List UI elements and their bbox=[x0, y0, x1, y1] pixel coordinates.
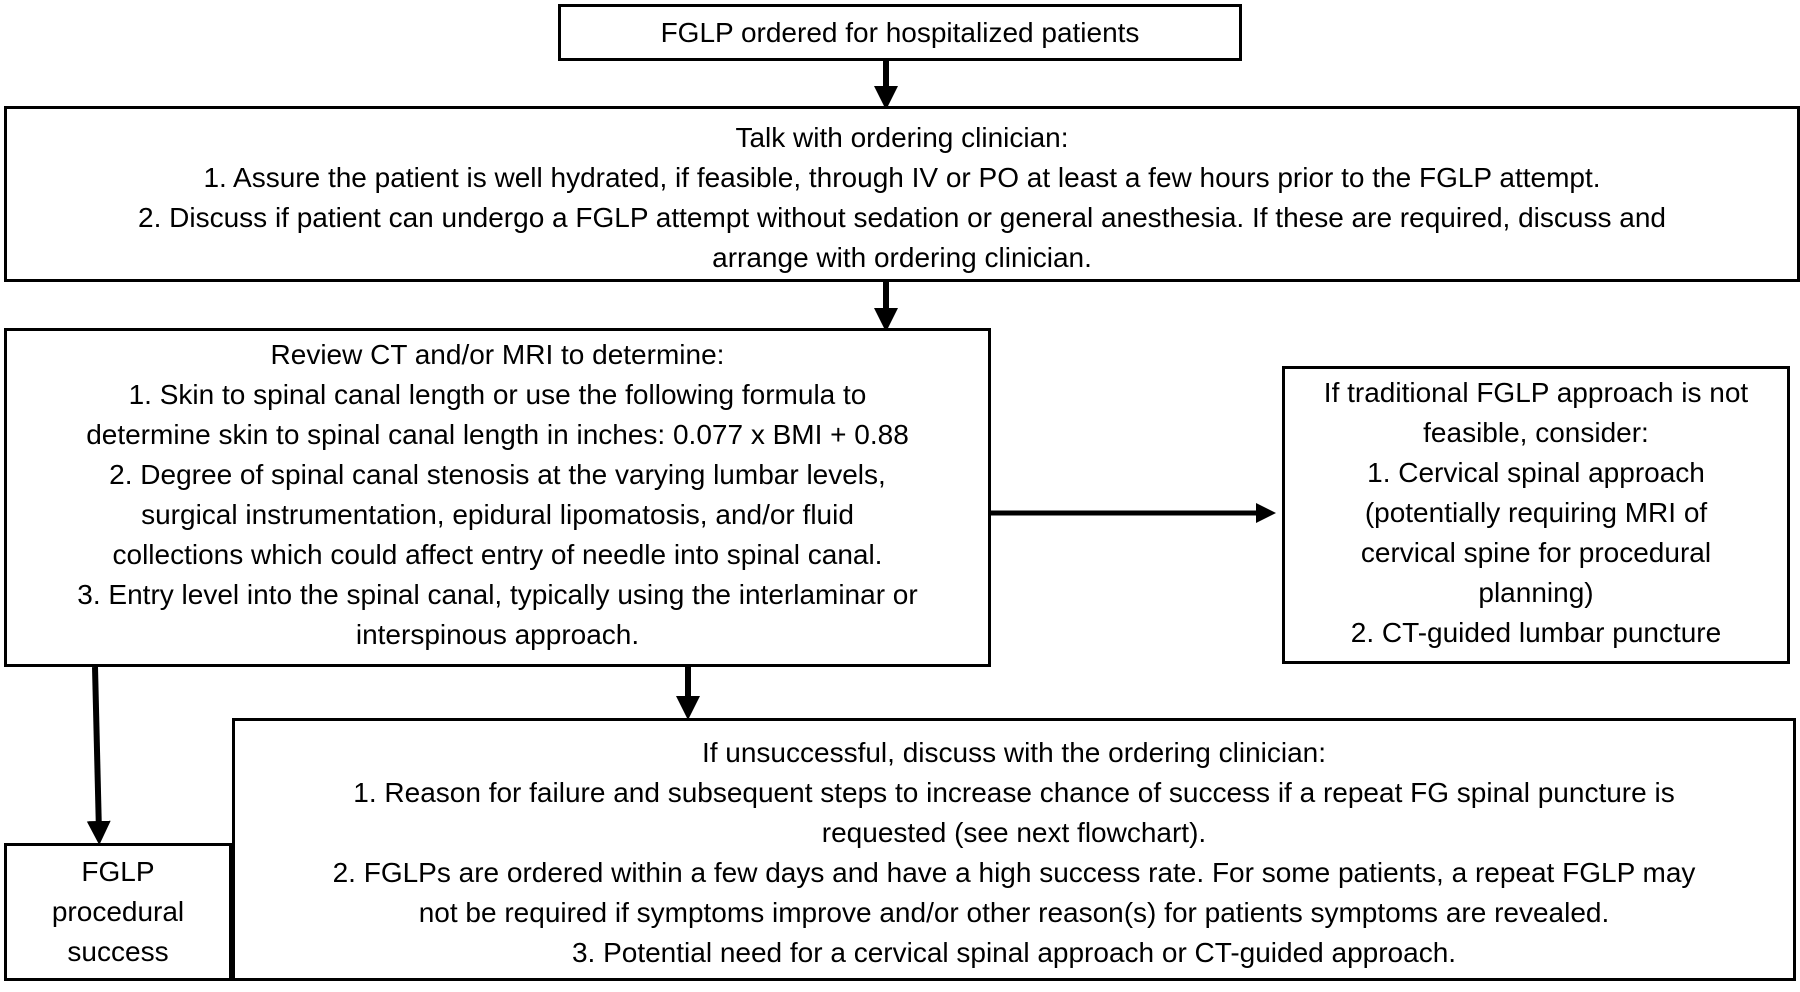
arrow-review-to-success bbox=[86, 666, 111, 845]
review-heading: Review CT and/or MRI to determine: bbox=[270, 339, 725, 370]
success-line-1: FGLP bbox=[81, 856, 155, 887]
alternative-line-5: cervical spine for procedural bbox=[1360, 537, 1712, 568]
start-text: FGLP ordered for hospitalized patients bbox=[660, 17, 1140, 48]
unsuccessful-line-2: requested (see next flowchart). bbox=[821, 817, 1207, 848]
success-box: FGLP procedural success bbox=[4, 843, 232, 981]
review-box: Review CT and/or MRI to determine: 1. Sk… bbox=[4, 328, 991, 667]
talk-line-2b: arrange with ordering clinician. bbox=[712, 242, 1092, 273]
talk-line-2a: 2. Discuss if patient can undergo a FGLP… bbox=[138, 202, 1666, 233]
unsuccessful-line-3: 2. FGLPs are ordered within a few days a… bbox=[332, 857, 1696, 888]
alternative-line-4: (potentially requiring MRI of bbox=[1364, 497, 1708, 528]
review-line-3: 2. Degree of spinal canal stenosis at th… bbox=[109, 459, 886, 490]
alternative-line-3: 1. Cervical spinal approach bbox=[1367, 457, 1705, 488]
alternative-line-7: 2. CT-guided lumbar puncture bbox=[1350, 617, 1722, 648]
alternative-line-1: If traditional FGLP approach is not bbox=[1323, 377, 1749, 408]
review-line-7: interspinous approach. bbox=[355, 619, 640, 650]
talk-heading: Talk with ordering clinician: bbox=[735, 122, 1069, 153]
unsuccessful-heading: If unsuccessful, discuss with the orderi… bbox=[701, 737, 1327, 768]
review-line-2: determine skin to spinal canal length in… bbox=[86, 419, 909, 450]
unsuccessful-box: If unsuccessful, discuss with the orderi… bbox=[232, 718, 1796, 981]
unsuccessful-line-1: 1. Reason for failure and subsequent ste… bbox=[353, 777, 1675, 808]
review-line-1: 1. Skin to spinal canal length or use th… bbox=[128, 379, 867, 410]
start-box: FGLP ordered for hospitalized patients bbox=[558, 4, 1242, 61]
alternative-line-6: planning) bbox=[1478, 577, 1594, 608]
talk-line-1: 1. Assure the patient is well hydrated, … bbox=[203, 162, 1601, 193]
success-line-2: procedural bbox=[51, 896, 185, 927]
unsuccessful-line-5: 3. Potential need for a cervical spinal … bbox=[571, 937, 1457, 968]
talk-box: Talk with ordering clinician: 1. Assure … bbox=[4, 106, 1800, 282]
unsuccessful-line-4: not be required if symptoms improve and/… bbox=[418, 897, 1610, 928]
alternative-box: If traditional FGLP approach is not feas… bbox=[1282, 366, 1790, 664]
alternative-line-2: feasible, consider: bbox=[1423, 417, 1649, 448]
review-line-4: surgical instrumentation, epidural lipom… bbox=[141, 499, 854, 530]
review-line-5: collections which could affect entry of … bbox=[112, 539, 883, 570]
success-line-3: success bbox=[67, 936, 169, 967]
review-line-6: 3. Entry level into the spinal canal, ty… bbox=[77, 579, 918, 610]
